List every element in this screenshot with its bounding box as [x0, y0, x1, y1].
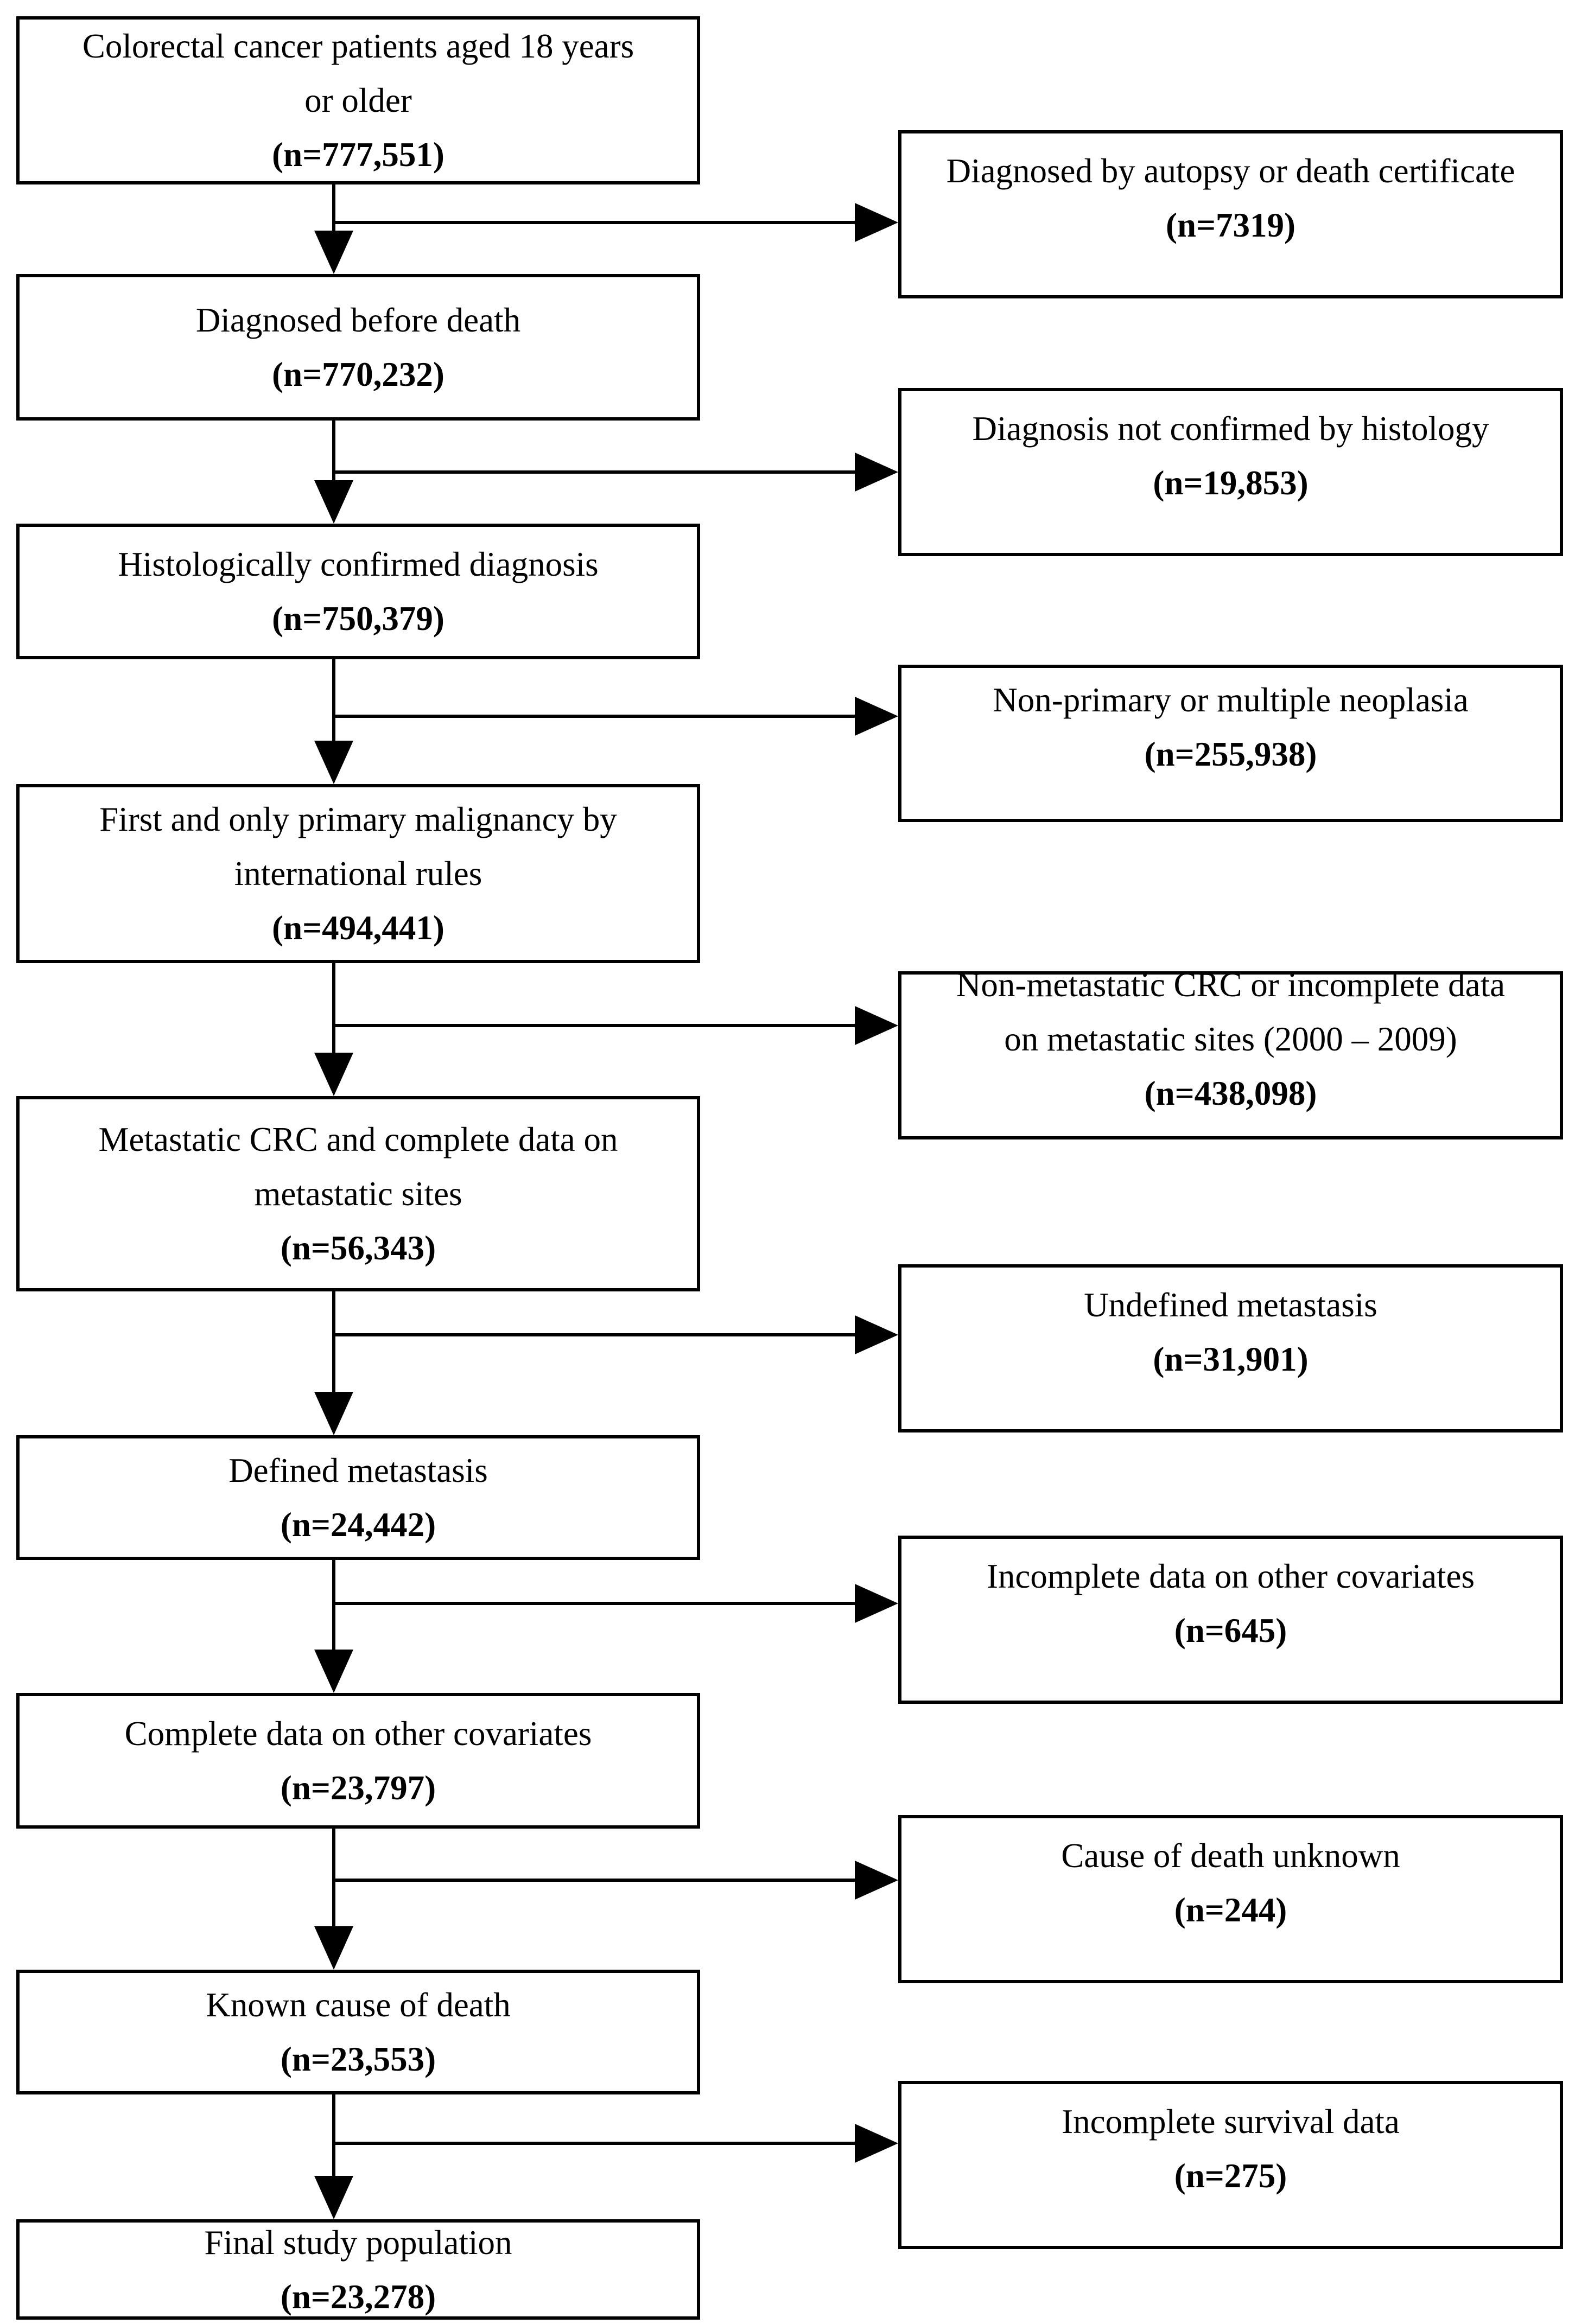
connector-stem-8 — [332, 2094, 335, 2176]
exclusion-box-not-histology: Diagnosis not confirmed by histology (n=… — [898, 388, 1563, 556]
arrowhead-right-icon — [855, 453, 898, 492]
box-count: (n=494,441) — [272, 909, 444, 947]
arrowhead-right-icon — [855, 1861, 898, 1900]
box-label: Known cause of death — [206, 1986, 511, 2024]
branch-line-1 — [332, 221, 855, 224]
box-count: (n=244) — [1174, 1891, 1287, 1929]
main-box-histologically-confirmed: Histologically confirmed diagnosis (n=75… — [16, 524, 700, 659]
box-count: (n=19,853) — [1153, 464, 1309, 502]
exclusion-box-undefined-metastasis: Undefined metastasis (n=31,901) — [898, 1264, 1563, 1432]
branch-line-7 — [332, 1879, 855, 1882]
connector-stem-2 — [332, 421, 335, 480]
box-label: international rules — [234, 855, 482, 893]
box-count: (n=750,379) — [272, 600, 444, 638]
box-count: (n=438,098) — [1144, 1074, 1317, 1112]
main-box-diagnosed-before-death: Diagnosed before death (n=770,232) — [16, 274, 700, 421]
main-box-eligible-patients: Colorectal cancer patients aged 18 years… — [16, 16, 700, 184]
box-count: (n=770,232) — [272, 355, 444, 393]
branch-line-4 — [332, 1024, 855, 1027]
connector-stem-3 — [332, 659, 335, 741]
box-count: (n=645) — [1174, 1612, 1287, 1650]
arrowhead-right-icon — [855, 1315, 898, 1354]
arrowhead-right-icon — [855, 203, 898, 242]
arrowhead-down-icon — [314, 741, 353, 784]
exclusion-box-unknown-cause: Cause of death unknown (n=244) — [898, 1815, 1563, 1983]
main-box-complete-covariates: Complete data on other covariates (n=23,… — [16, 1693, 700, 1829]
box-label: Colorectal cancer patients aged 18 years — [82, 27, 634, 65]
connector-stem-7 — [332, 1829, 335, 1926]
arrowhead-right-icon — [855, 2124, 898, 2163]
box-label: First and only primary malignancy by — [99, 800, 617, 838]
connector-stem-1 — [332, 184, 335, 231]
arrowhead-right-icon — [855, 697, 898, 736]
arrowhead-down-icon — [314, 1392, 353, 1435]
arrowhead-down-icon — [314, 480, 353, 524]
main-box-final-population: Final study population (n=23,278) — [16, 2219, 700, 2320]
box-label: Cause of death unknown — [1061, 1837, 1400, 1875]
arrowhead-down-icon — [314, 1926, 353, 1970]
box-count: (n=56,343) — [280, 1229, 436, 1267]
box-label: on metastatic sites (2000 – 2009) — [1004, 1020, 1457, 1058]
box-count: (n=7319) — [1166, 206, 1295, 244]
arrowhead-down-icon — [314, 2176, 353, 2219]
connector-stem-4 — [332, 963, 335, 1053]
arrowhead-down-icon — [314, 1053, 353, 1096]
main-box-defined-metastasis: Defined metastasis (n=24,442) — [16, 1435, 700, 1560]
box-label: metastatic sites — [254, 1175, 462, 1213]
exclusion-box-non-primary: Non-primary or multiple neoplasia (n=255… — [898, 665, 1563, 822]
box-label: Defined metastasis — [228, 1451, 488, 1489]
exclusion-box-incomplete-survival: Incomplete survival data (n=275) — [898, 2081, 1563, 2249]
box-count: (n=23,797) — [280, 1769, 436, 1807]
box-label: Diagnosed before death — [195, 301, 521, 339]
connector-stem-5 — [332, 1291, 335, 1392]
branch-line-8 — [332, 2142, 855, 2145]
box-label: Final study population — [204, 2223, 512, 2262]
box-label: Non-metastatic CRC or incomplete data — [956, 966, 1506, 1004]
box-label: Complete data on other covariates — [124, 1715, 592, 1753]
arrowhead-down-icon — [314, 231, 353, 274]
box-count: (n=24,442) — [280, 1506, 436, 1544]
box-label: Undefined metastasis — [1084, 1286, 1377, 1324]
exclusion-box-autopsy: Diagnosed by autopsy or death certificat… — [898, 130, 1563, 298]
box-count: (n=23,553) — [280, 2040, 436, 2078]
arrowhead-right-icon — [855, 1006, 898, 1045]
main-box-metastatic-crc: Metastatic CRC and complete data on meta… — [16, 1096, 700, 1291]
main-box-first-primary: First and only primary malignancy by int… — [16, 784, 700, 963]
box-count: (n=255,938) — [1144, 735, 1317, 773]
box-count: (n=23,278) — [280, 2277, 436, 2316]
branch-line-5 — [332, 1333, 855, 1336]
branch-line-6 — [332, 1602, 855, 1605]
exclusion-box-non-metastatic: Non-metastatic CRC or incomplete data on… — [898, 966, 1563, 1139]
arrowhead-right-icon — [855, 1584, 898, 1623]
box-label: Incomplete data on other covariates — [986, 1557, 1475, 1595]
box-label: or older — [304, 81, 412, 119]
box-label: Diagnosis not confirmed by histology — [972, 410, 1489, 448]
box-label: Metastatic CRC and complete data on — [98, 1120, 618, 1158]
branch-line-3 — [332, 715, 855, 718]
exclusion-box-incomplete-covariates: Incomplete data on other covariates (n=6… — [898, 1536, 1563, 1704]
box-count: (n=777,551) — [272, 136, 444, 174]
box-label: Diagnosed by autopsy or death certificat… — [946, 152, 1515, 190]
branch-line-2 — [332, 470, 855, 474]
box-label: Non-primary or multiple neoplasia — [993, 681, 1469, 719]
main-box-known-cause-of-death: Known cause of death (n=23,553) — [16, 1970, 700, 2094]
box-label: Incomplete survival data — [1062, 2103, 1400, 2141]
box-count: (n=275) — [1174, 2157, 1287, 2195]
arrowhead-down-icon — [314, 1650, 353, 1693]
box-label: Histologically confirmed diagnosis — [118, 545, 599, 583]
box-count: (n=31,901) — [1153, 1340, 1309, 1378]
